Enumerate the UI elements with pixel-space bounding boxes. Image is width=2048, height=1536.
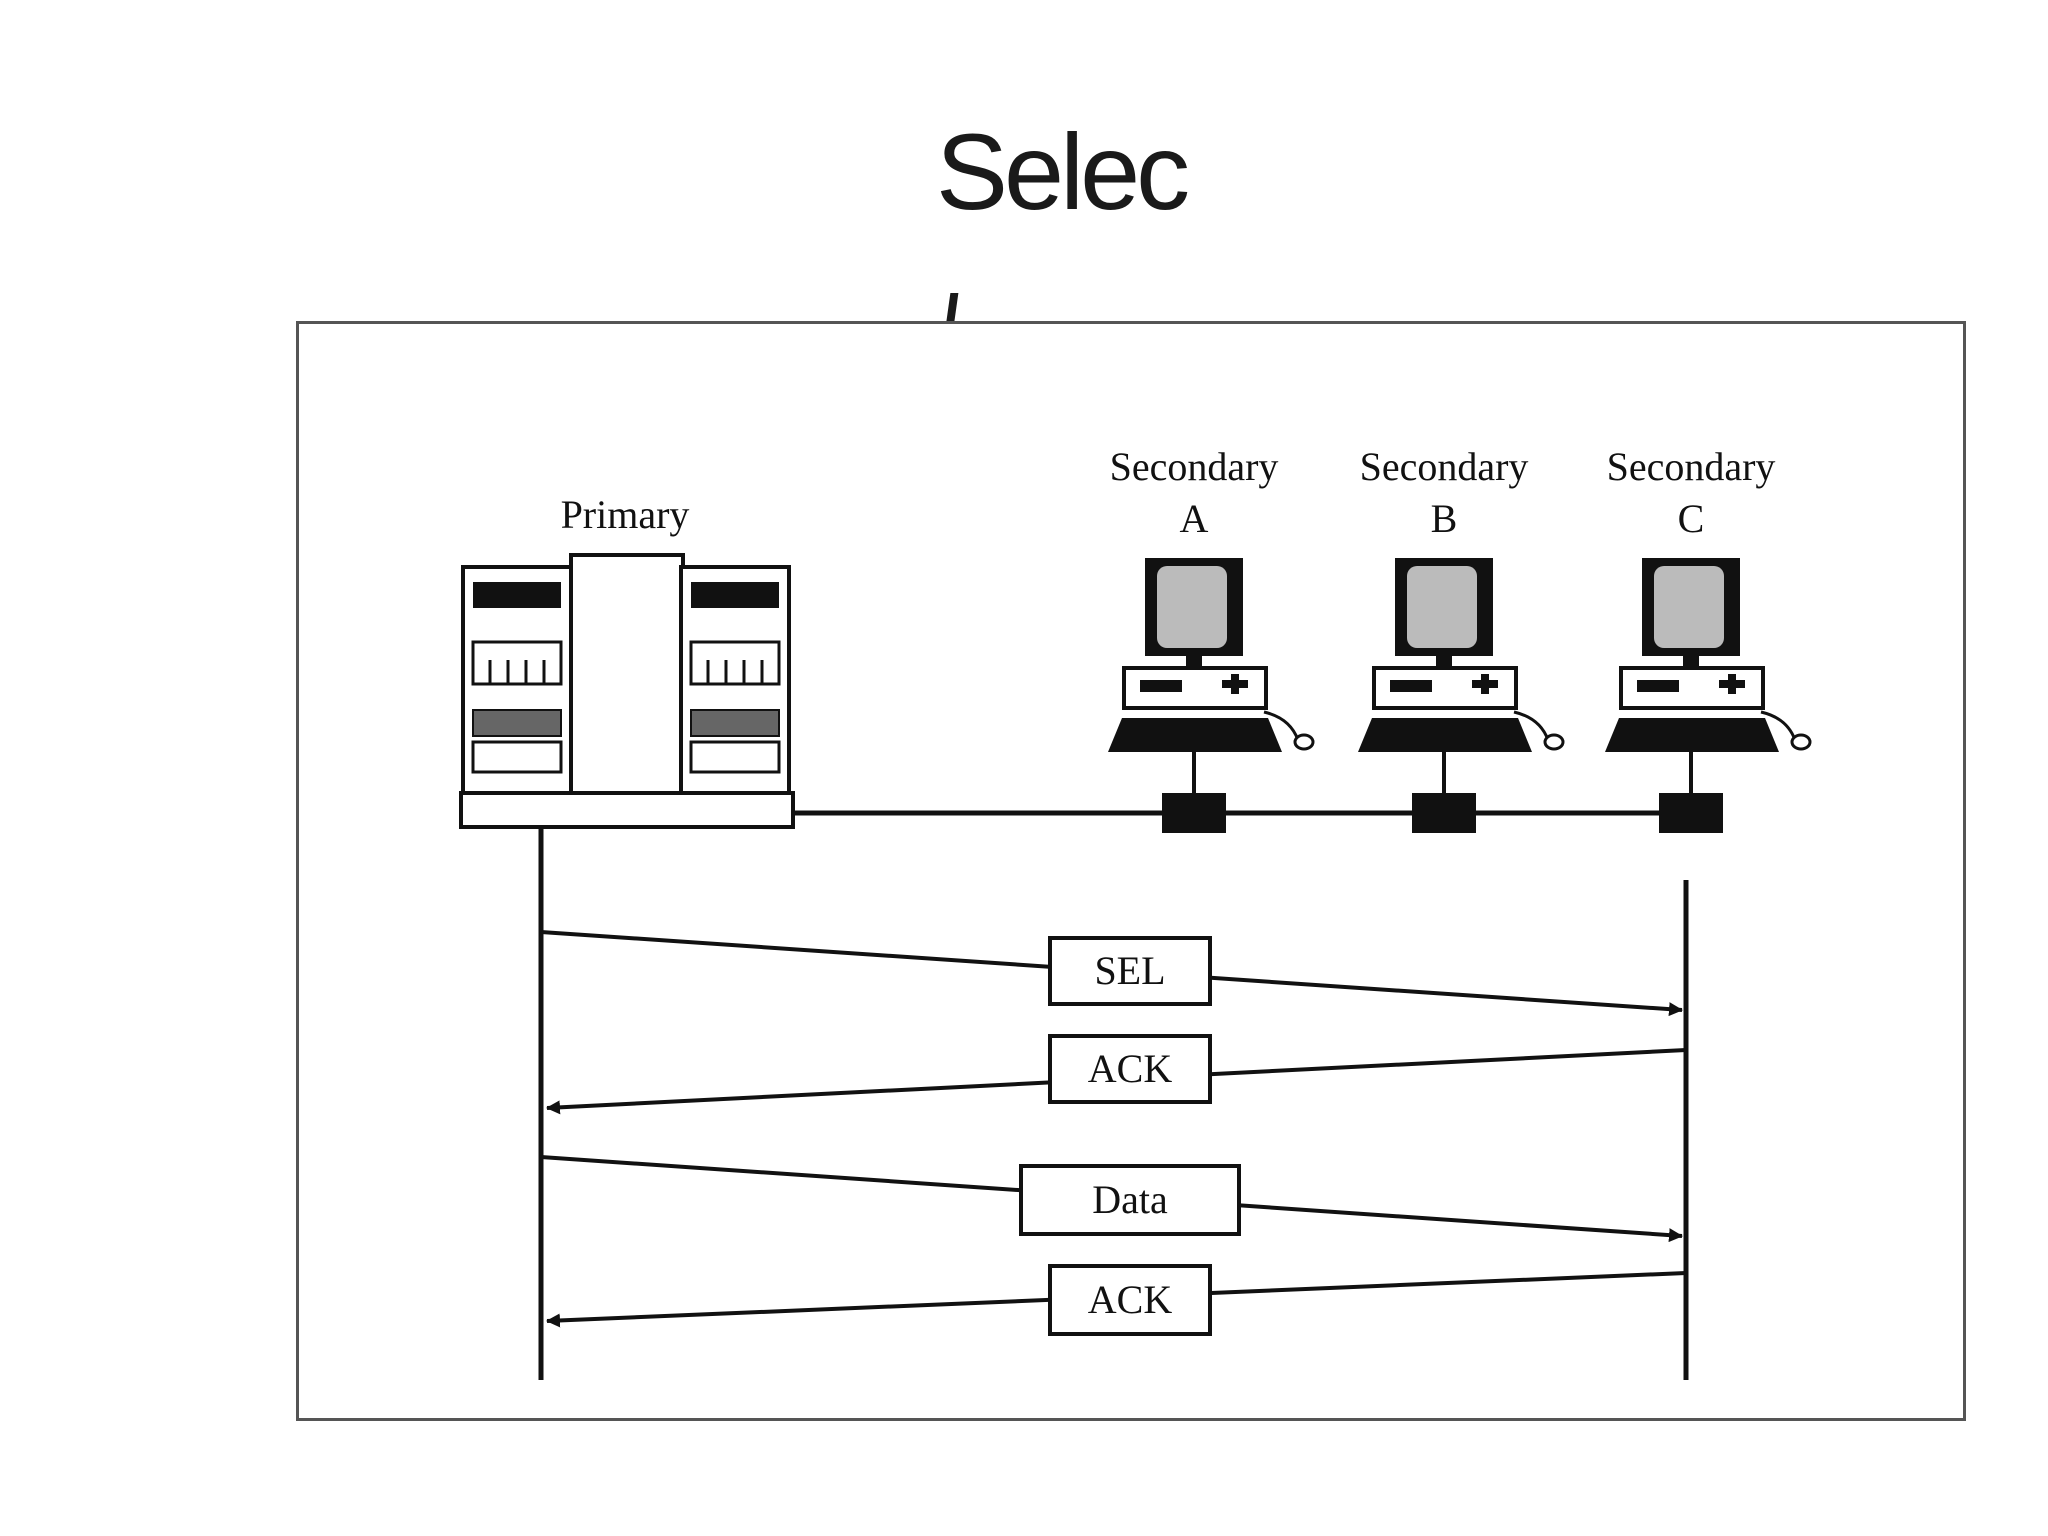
secondary-c-label: Secondary (1607, 444, 1776, 489)
message-data-label: Data (1092, 1177, 1168, 1222)
slide-title: Selec (936, 111, 1190, 232)
message-sel-label: SEL (1094, 948, 1165, 993)
message-sel: SEL (540, 930, 1683, 1017)
message-ack-1: ACK (546, 1034, 1687, 1115)
primary-label: Primary (561, 492, 690, 537)
message-ack-1-label: ACK (1088, 1046, 1173, 1091)
secondary-a-letter: A (1180, 496, 1209, 541)
secondary-c-letter: C (1678, 496, 1705, 541)
secondary-a-label: Secondary (1110, 444, 1279, 489)
secondary-b-computer-icon (1358, 558, 1565, 833)
primary-mainframe-icon (459, 553, 795, 829)
secondary-c-computer-icon (1605, 558, 1812, 833)
secondary-b-label: Secondary (1360, 444, 1529, 489)
message-ack-2: ACK (546, 1264, 1687, 1336)
secondary-a-computer-icon (1108, 558, 1315, 833)
message-ack-2-label: ACK (1088, 1277, 1173, 1322)
secondary-b-letter: B (1431, 496, 1458, 541)
message-data: Data (540, 1155, 1683, 1243)
